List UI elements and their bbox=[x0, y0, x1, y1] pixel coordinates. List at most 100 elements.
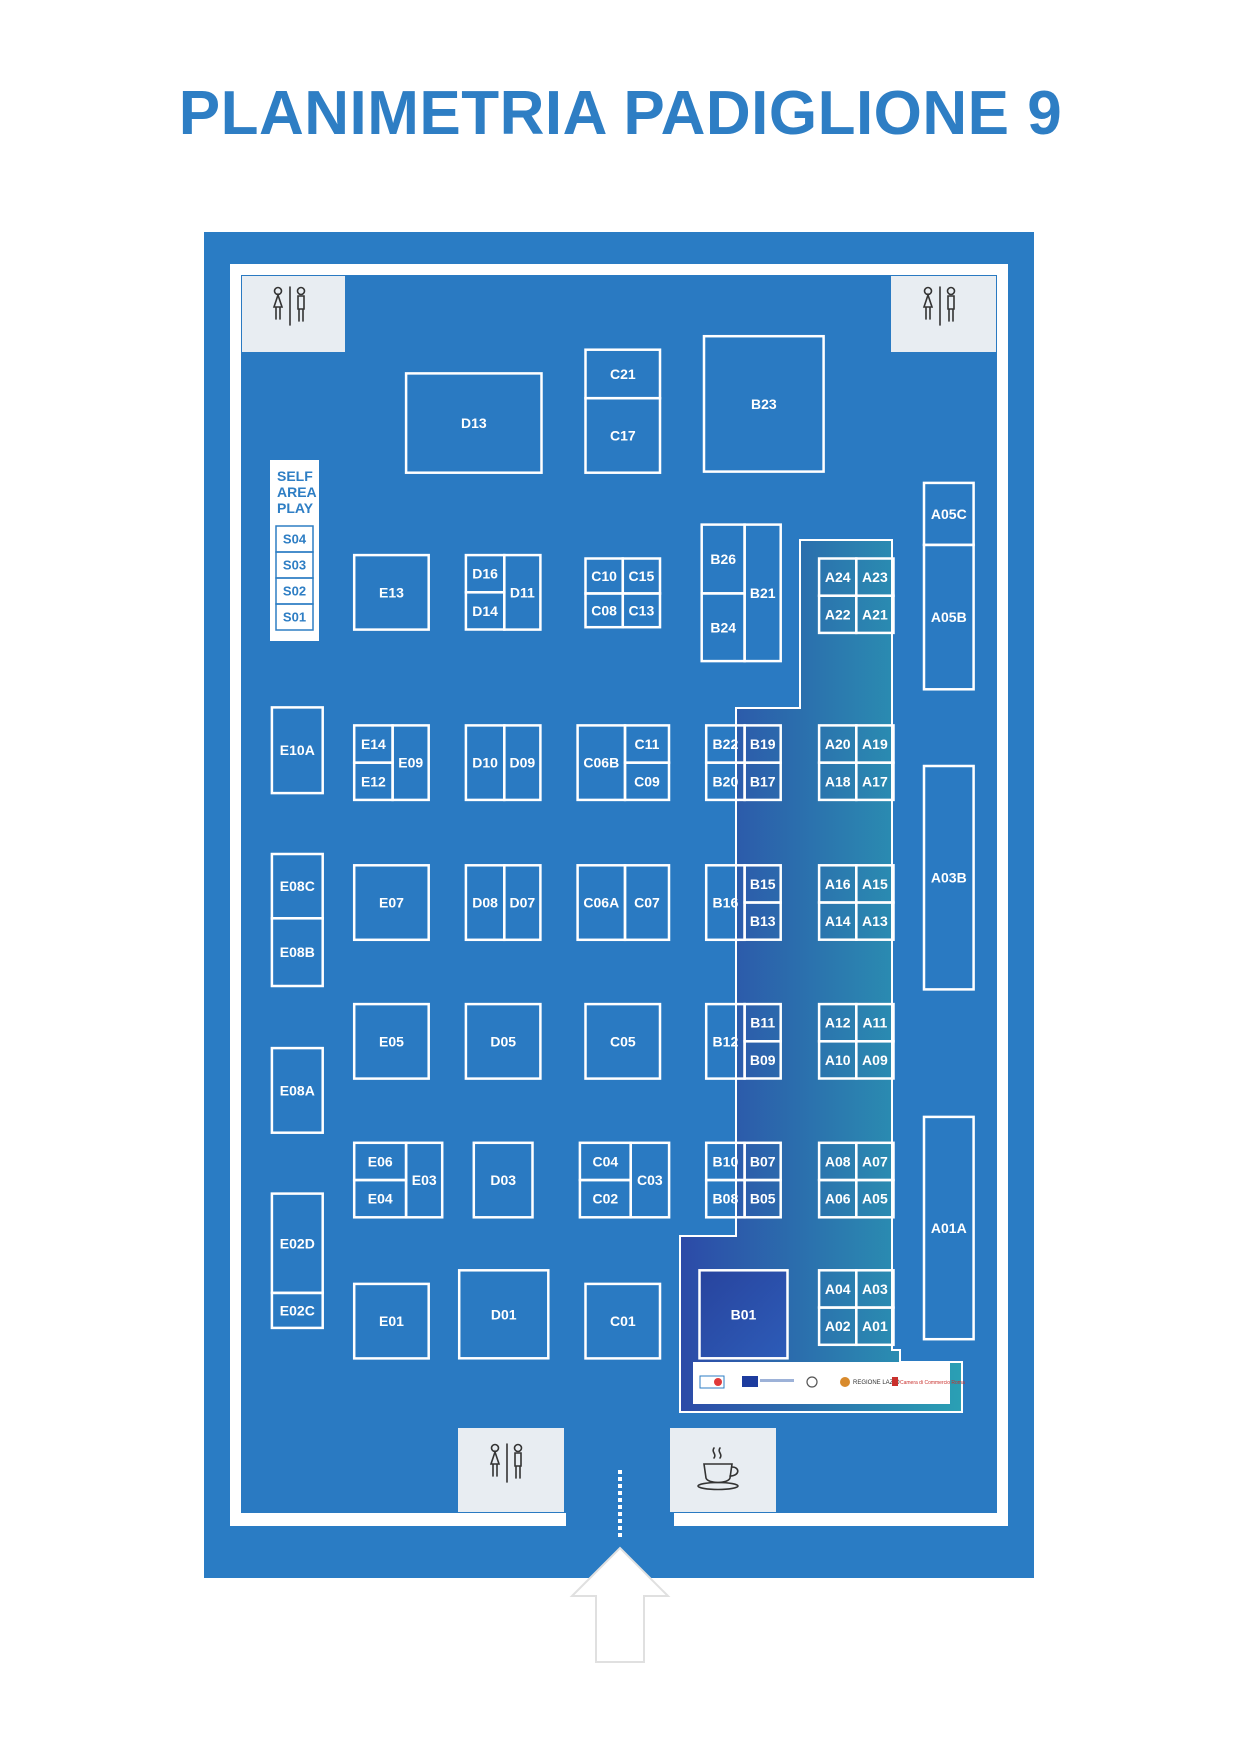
restroom-top-left bbox=[242, 276, 345, 352]
stand-d01[interactable]: D01 bbox=[457, 1269, 550, 1360]
stand-e03[interactable]: E03 bbox=[404, 1141, 444, 1219]
stand-outline bbox=[503, 864, 542, 942]
republic-emblem-icon bbox=[806, 1376, 818, 1388]
stand-outline bbox=[352, 1282, 430, 1360]
stand-label: C06A bbox=[583, 895, 619, 911]
stand-e07[interactable]: E07 bbox=[352, 864, 430, 942]
stand-a03b[interactable]: A03B bbox=[922, 764, 975, 991]
restroom-top-right bbox=[891, 276, 996, 352]
stand-c09[interactable]: C09 bbox=[623, 761, 671, 802]
stand-b23[interactable]: B23 bbox=[702, 334, 825, 473]
stand-label: A08 bbox=[825, 1154, 851, 1170]
stand-label: E06 bbox=[368, 1154, 393, 1170]
stand-a17[interactable]: A17 bbox=[855, 761, 895, 802]
stand-d03[interactable]: D03 bbox=[472, 1141, 534, 1219]
stand-outline bbox=[270, 706, 324, 795]
stand-label: A19 bbox=[862, 736, 888, 752]
stand-a21[interactable]: A21 bbox=[855, 594, 895, 635]
stand-e08b[interactable]: E08B bbox=[270, 917, 324, 988]
stand-a01[interactable]: A01 bbox=[855, 1306, 895, 1347]
stand-label: C10 bbox=[591, 568, 617, 584]
stand-e08a[interactable]: E08A bbox=[270, 1046, 324, 1134]
stand-c03[interactable]: C03 bbox=[629, 1141, 671, 1219]
stand-outline bbox=[472, 1141, 534, 1219]
stand-b05[interactable]: B05 bbox=[743, 1178, 782, 1219]
stand-outline bbox=[855, 901, 895, 941]
stand-b01[interactable]: B01 bbox=[698, 1269, 789, 1360]
stand-label: A04 bbox=[825, 1281, 851, 1297]
stand-label: D11 bbox=[510, 584, 535, 600]
stand-e09[interactable]: E09 bbox=[391, 724, 430, 802]
stand-b21[interactable]: B21 bbox=[743, 523, 782, 663]
stand-c17[interactable]: C17 bbox=[584, 396, 662, 474]
stand-label: C07 bbox=[634, 895, 660, 911]
stand-outline bbox=[404, 1141, 444, 1219]
stand-label: E14 bbox=[361, 736, 386, 752]
stand-outline bbox=[503, 724, 542, 802]
stand-outline bbox=[623, 761, 671, 802]
sponsor-lazio: REGIONE LAZIO bbox=[853, 1380, 900, 1386]
stand-e13[interactable]: E13 bbox=[352, 553, 430, 631]
self-area-play: SELF AREA PLAY S04 S03 S02 S01 bbox=[270, 460, 319, 641]
stand-label: A06 bbox=[825, 1191, 851, 1207]
stand-d09[interactable]: D09 bbox=[503, 724, 542, 802]
stand-c07[interactable]: C07 bbox=[623, 864, 671, 942]
stand-label: B17 bbox=[750, 773, 776, 789]
stand-outline bbox=[584, 1282, 662, 1360]
stand-outline bbox=[391, 724, 430, 802]
restroom-icon bbox=[272, 286, 306, 326]
stand-c05[interactable]: C05 bbox=[584, 1002, 662, 1080]
stand-e01[interactable]: E01 bbox=[352, 1282, 430, 1360]
stand-label: E05 bbox=[379, 1033, 404, 1049]
stand-outline bbox=[855, 761, 895, 802]
stand-c01[interactable]: C01 bbox=[584, 1282, 662, 1360]
stand-outline bbox=[922, 764, 975, 991]
stand-d11[interactable]: D11 bbox=[503, 553, 542, 631]
stand-d05[interactable]: D05 bbox=[464, 1002, 542, 1080]
stand-label: B11 bbox=[750, 1015, 775, 1031]
stand-label: E04 bbox=[368, 1191, 393, 1207]
stand-outline bbox=[404, 372, 543, 474]
stand-label: E02C bbox=[280, 1302, 315, 1318]
stand-label: E12 bbox=[361, 773, 386, 789]
camera-commercio-logo: Camera di Commercio Roma bbox=[892, 1377, 965, 1386]
stand-label: C09 bbox=[634, 773, 660, 789]
stand-c13[interactable]: C13 bbox=[621, 592, 662, 629]
stand-outline bbox=[922, 1115, 975, 1341]
stand-outline bbox=[629, 1141, 671, 1219]
restroom-bottom bbox=[458, 1428, 564, 1512]
stand-outline bbox=[922, 543, 975, 691]
stand-a05[interactable]: A05 bbox=[855, 1178, 895, 1219]
stand-label: C21 bbox=[610, 366, 636, 382]
stand-a13[interactable]: A13 bbox=[855, 901, 895, 941]
stand-label: E13 bbox=[379, 584, 404, 600]
stand-label: B13 bbox=[750, 913, 776, 929]
stand-outline bbox=[855, 1040, 895, 1080]
stand-a05b[interactable]: A05B bbox=[922, 543, 975, 691]
self-slot: S01 bbox=[283, 610, 306, 625]
stand-label: B01 bbox=[731, 1306, 757, 1322]
stand-label: A14 bbox=[825, 913, 851, 929]
stand-label: B19 bbox=[750, 736, 776, 752]
stand-b17[interactable]: B17 bbox=[743, 761, 782, 802]
stand-d13[interactable]: D13 bbox=[404, 372, 543, 474]
stand-label: E02D bbox=[280, 1235, 315, 1251]
stand-e05[interactable]: E05 bbox=[352, 1002, 430, 1080]
regione-lazio-logo: REGIONE LAZIO bbox=[840, 1377, 900, 1387]
stand-label: B10 bbox=[713, 1154, 739, 1170]
stand-d07[interactable]: D07 bbox=[503, 864, 542, 942]
stand-label: A22 bbox=[825, 606, 851, 622]
stand-e10a[interactable]: E10A bbox=[270, 706, 324, 795]
stand-label: E03 bbox=[412, 1172, 437, 1188]
stand-e02c[interactable]: E02C bbox=[270, 1291, 324, 1330]
eu-flag-icon bbox=[742, 1376, 794, 1387]
stand-a09[interactable]: A09 bbox=[855, 1040, 895, 1080]
stand-label: A03 bbox=[862, 1281, 888, 1297]
stand-label: B09 bbox=[750, 1052, 776, 1068]
stand-b13[interactable]: B13 bbox=[743, 901, 782, 941]
self-area-line-2: AREA bbox=[277, 484, 317, 500]
self-area-line-1: SELF bbox=[277, 468, 313, 484]
stand-b09[interactable]: B09 bbox=[743, 1040, 782, 1080]
stand-a01a[interactable]: A01A bbox=[922, 1115, 975, 1341]
